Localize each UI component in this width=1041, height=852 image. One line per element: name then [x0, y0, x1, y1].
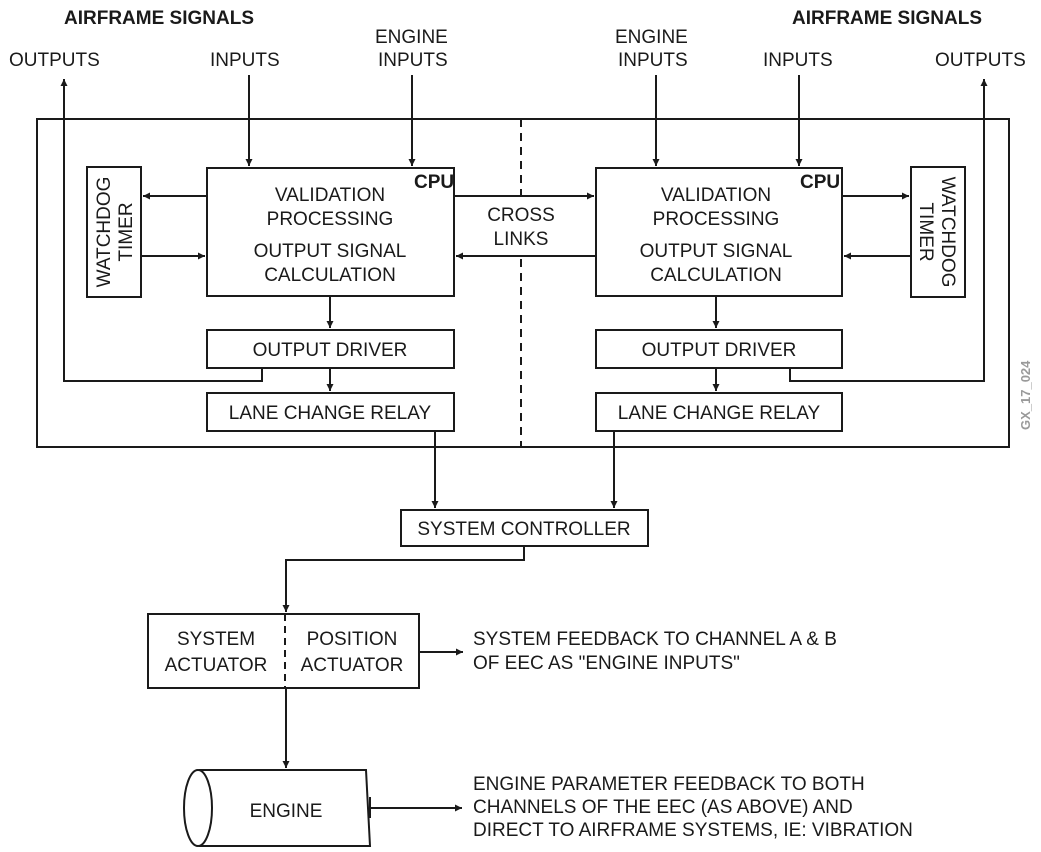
cross-links-line-2: LINKS: [494, 229, 549, 250]
position-actuator-line-1: POSITION: [307, 629, 398, 650]
cross-links-label-bg: [470, 203, 572, 253]
inputs-left-label: INPUTS: [210, 50, 280, 71]
outputs-path-right: [789, 79, 988, 382]
system-controller-label: SYSTEM CONTROLLER: [417, 519, 630, 540]
engine-inputs-right-label-2: INPUTS: [618, 50, 688, 71]
engine-feedback-line-2: CHANNELS OF THE EEC (AS ABOVE) AND: [473, 797, 853, 818]
engine-label: ENGINE: [250, 801, 323, 822]
system-actuator-line-1: SYSTEM: [177, 629, 255, 650]
figure-id: GX_17_024: [1018, 360, 1033, 430]
cpu-right-line-1: VALIDATION: [661, 185, 771, 206]
airframe-signals-right-label: AIRFRAME SIGNALS: [792, 8, 982, 29]
output-driver-left-label: OUTPUT DRIVER: [253, 340, 408, 361]
system-feedback-line-1: SYSTEM FEEDBACK TO CHANNEL A & B: [473, 629, 837, 650]
watchdog-right-line-2: TIMER: [915, 202, 936, 261]
watchdog-timer-box-left: [86, 166, 142, 298]
watchdog-right-line-1: WATCHDOG: [937, 177, 958, 288]
watchdog-timer-box-right: [910, 166, 966, 298]
cpu-label-right: CPU: [800, 172, 840, 193]
cpu-box-right: [595, 167, 843, 297]
engine-inputs-left-label-1: ENGINE: [375, 27, 448, 48]
cross-links-line-1: CROSS: [487, 205, 555, 226]
cpu-right-line-2: PROCESSING: [653, 209, 780, 230]
output-driver-right-label: OUTPUT DRIVER: [642, 340, 797, 361]
cpu-left-line-2: PROCESSING: [267, 209, 394, 230]
engine-feedback-line-1: ENGINE PARAMETER FEEDBACK TO BOTH: [473, 774, 865, 795]
engine-feedback-line-3: DIRECT TO AIRFRAME SYSTEMS, IE: VIBRATIO…: [473, 820, 913, 841]
outputs-right-label: OUTPUTS: [935, 50, 1026, 71]
lane-change-relay-box-left: [206, 392, 455, 432]
cpu-right-line-4: CALCULATION: [650, 265, 782, 286]
system-actuator-line-2: ACTUATOR: [165, 655, 268, 676]
inputs-right-label: INPUTS: [763, 50, 833, 71]
airframe-signals-left-label: AIRFRAME SIGNALS: [64, 8, 254, 29]
position-actuator-line-2: ACTUATOR: [301, 655, 404, 676]
lane-change-relay-right-label: LANE CHANGE RELAY: [618, 403, 821, 424]
system-feedback-line-2: OF EEC AS "ENGINE INPUTS": [473, 653, 740, 674]
engine-intake: [183, 769, 213, 847]
outputs-path-left: [60, 79, 263, 382]
engine-inputs-right-label-1: ENGINE: [615, 27, 688, 48]
engine-inputs-left-label-2: INPUTS: [378, 50, 448, 71]
eec-enclosure: [36, 118, 1010, 448]
output-driver-box-left: [206, 329, 455, 369]
cpu-left-line-1: VALIDATION: [275, 185, 385, 206]
cpu-left-line-4: CALCULATION: [264, 265, 396, 286]
cpu-label-left: CPU: [414, 172, 454, 193]
watchdog-left-line-1: WATCHDOG: [94, 177, 115, 288]
outputs-left-label: OUTPUTS: [9, 50, 100, 71]
output-driver-box-right: [595, 329, 843, 369]
cpu-left-line-3: OUTPUT SIGNAL: [254, 241, 407, 262]
actuator-box: [147, 613, 420, 689]
lane-change-relay-box-right: [595, 392, 843, 432]
lane-change-relay-left-label: LANE CHANGE RELAY: [229, 403, 432, 424]
cpu-right-line-3: OUTPUT SIGNAL: [640, 241, 793, 262]
controller-to-actuator-path: [282, 546, 525, 612]
watchdog-left-line-2: TIMER: [116, 202, 137, 261]
